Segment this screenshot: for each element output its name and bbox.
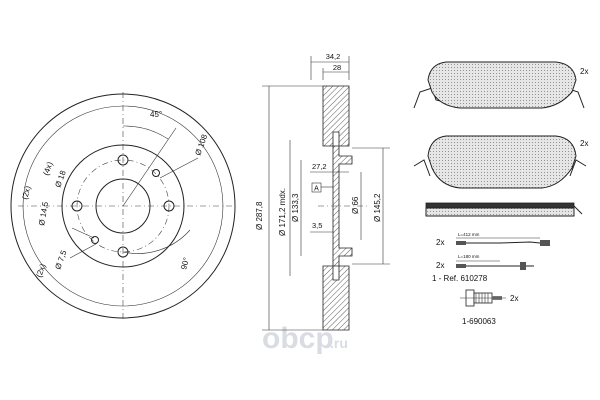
dim-34-2: 34,2	[326, 52, 341, 61]
pad-qty-top: 2x	[580, 67, 588, 76]
dim-7-5: Ø 7,5	[53, 249, 68, 271]
dim-3-5: 3,5	[312, 221, 322, 230]
dim-287-8: Ø 287,8	[255, 201, 264, 230]
angle-90-label: 90°	[179, 256, 191, 270]
dim-14-5: Ø 14,5	[37, 201, 50, 227]
watermark-text: оbcp	[262, 322, 334, 355]
angle-45-label: 45°	[150, 110, 162, 119]
sensor1-length: L=412 mm	[458, 232, 480, 237]
bolt-hole	[71, 200, 83, 212]
brake-pads: 2x 2x	[413, 61, 588, 217]
bolt-hole	[163, 200, 175, 212]
wear-sensor-long	[456, 241, 466, 245]
bolt-hole	[117, 246, 129, 258]
watermark: оbcp .ru	[262, 322, 348, 355]
wear-sensor-short	[456, 264, 466, 268]
wear-sensors: 2x L=412 mm 2x L=180 mm 1 - Ref. 610278 …	[432, 232, 550, 326]
pad-side-view	[425, 202, 575, 209]
datum-a-label: A	[314, 186, 319, 193]
dim-171-2-max: Ø 171,2 mdx.	[278, 188, 287, 236]
holes-4x-label: (4x)	[41, 160, 54, 176]
dim-145-2: Ø 145,2	[373, 193, 382, 222]
disc-bolt-circle	[76, 159, 170, 253]
sensor-ref-label: 1 - Ref. 610278	[432, 274, 488, 283]
bolt-hole	[117, 154, 129, 166]
bolt-kit-qty: 2x	[510, 294, 518, 303]
brake-pad-upper	[427, 61, 577, 109]
dim-133-3: Ø 133,3	[291, 193, 300, 222]
disc-section-view: 34,2 28 Ø 287,8 Ø 171,2 mdx. Ø 133,3 27,…	[255, 52, 390, 331]
sensor1-qty: 2x	[436, 238, 444, 247]
dim-66: Ø 66	[351, 196, 360, 214]
holes-2x-label-b: (2x)	[34, 262, 47, 278]
watermark-suffix: .ru	[330, 335, 348, 351]
sensor2-qty: 2x	[436, 261, 444, 270]
pad-qty-bottom: 2x	[580, 139, 588, 148]
bolt-kit	[460, 289, 506, 307]
disc-front-view: 45° Ø 108 (4x) Ø 18 (2x) Ø 14,5 (2x) Ø 7…	[10, 92, 236, 320]
holes-2x-label-a: (2x)	[20, 185, 32, 201]
dim-27-2: 27,2	[312, 162, 327, 171]
locating-hole	[152, 169, 160, 177]
bolt-kit-ref: 1-690063	[462, 317, 496, 326]
brake-pad-lower	[427, 135, 577, 189]
locating-hole	[91, 236, 99, 244]
dim-108: Ø 108	[193, 133, 209, 157]
sensor2-length: L=180 mm	[458, 254, 480, 259]
dim-28: 28	[333, 63, 341, 72]
